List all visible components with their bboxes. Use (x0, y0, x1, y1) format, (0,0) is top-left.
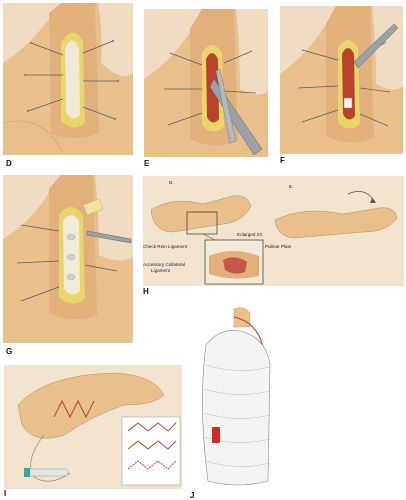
panel-i-label: I (4, 489, 7, 498)
palmar-plate-label: Palmar Plate (265, 244, 292, 249)
drain-tube (27, 468, 69, 477)
accessory-label-1: Accessory Collateral (143, 262, 185, 267)
panel-h: D. E. Enlarged 2X Check Rein Ligament Pa… (143, 176, 404, 296)
panel-d-illustration (3, 3, 133, 155)
panel-h-label: H (143, 287, 149, 296)
panel-h-illustration (143, 176, 404, 286)
sub-label-left: D. (169, 180, 174, 185)
panel-j-label: J (190, 491, 195, 500)
joint-surface (343, 97, 353, 109)
splint-marker (212, 427, 220, 443)
tissue-sample (82, 198, 104, 216)
panel-g-label: G (6, 347, 13, 356)
panel-g-illustration (3, 175, 133, 343)
panel-e: E (144, 9, 268, 168)
panel-f-label: F (280, 156, 285, 165)
forceps (353, 23, 399, 69)
panel-i-illustration (4, 365, 182, 489)
panel-d-label: D (6, 159, 12, 168)
panel-j: J (190, 305, 288, 500)
bandage-dressing (202, 330, 271, 486)
check-rein-label: Check Rein Ligament (143, 244, 187, 249)
enlarged-label: Enlarged 2X (237, 232, 263, 237)
panel-d: D (3, 3, 133, 168)
finger-lateral-view (150, 195, 252, 233)
accessory-label-2: Ligament (151, 268, 170, 273)
drain-clip (24, 468, 30, 477)
retractor (215, 68, 237, 144)
panel-e-label: E (144, 159, 150, 168)
panel-i: I (4, 365, 182, 498)
panel-f: F (280, 6, 403, 165)
panel-j-illustration (190, 305, 288, 491)
sub-label-right: E. (289, 184, 294, 189)
panel-g: G (3, 175, 133, 356)
forceps (86, 230, 132, 244)
panel-e-illustration (144, 9, 268, 157)
hand-palm (17, 372, 165, 439)
detail-box-small (186, 211, 218, 235)
zigzag-incision (53, 399, 95, 419)
finger-flexion-view (274, 207, 398, 239)
panel-f-illustration (280, 6, 403, 154)
